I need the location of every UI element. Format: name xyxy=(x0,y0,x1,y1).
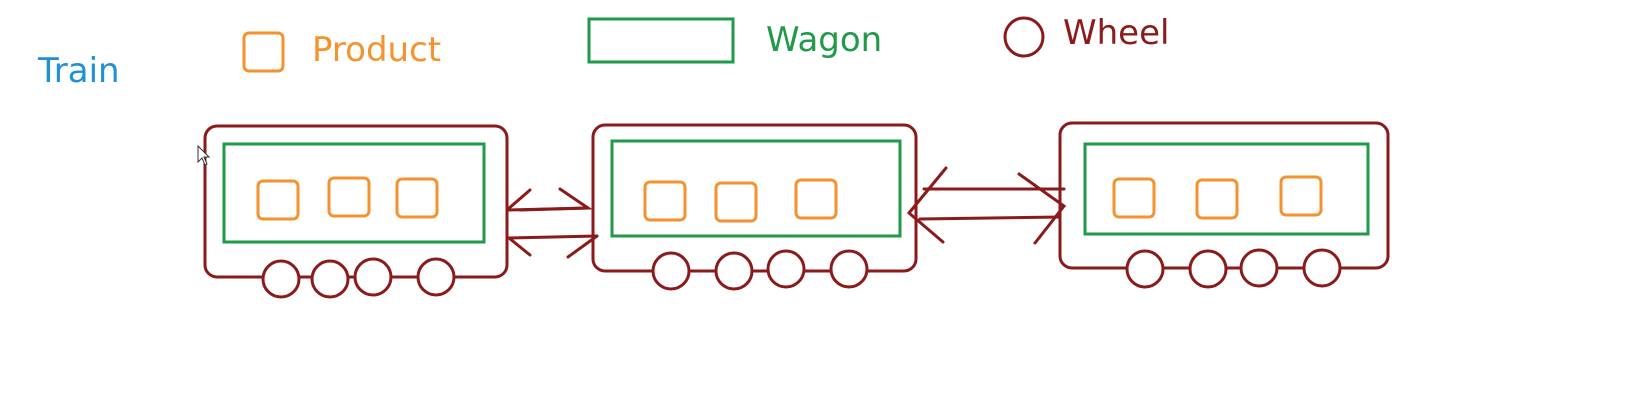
product xyxy=(1195,178,1239,220)
link-arrowhead xyxy=(507,236,532,257)
link-2-3 xyxy=(906,166,1067,245)
diagram-title: Train xyxy=(37,51,120,91)
wheel xyxy=(353,257,393,297)
wagon-1 xyxy=(203,124,509,299)
legend-wagon: Wagon xyxy=(587,17,882,64)
wheel xyxy=(416,257,456,297)
wheel xyxy=(1302,248,1342,288)
legend-product: Product xyxy=(242,30,441,73)
wheel xyxy=(766,249,806,289)
product-swatch xyxy=(242,31,285,73)
link-arrow-left xyxy=(918,215,1062,221)
link-arrow-left xyxy=(507,234,599,240)
product xyxy=(794,178,838,220)
wheel xyxy=(261,259,301,299)
wagon-container xyxy=(1083,142,1370,236)
wheel xyxy=(1125,249,1165,289)
link-arrowhead xyxy=(1017,172,1067,245)
product xyxy=(395,177,439,219)
product xyxy=(714,181,758,223)
wheel xyxy=(714,251,754,291)
product xyxy=(643,180,687,222)
link-arrowhead xyxy=(518,187,593,212)
wheel-swatch xyxy=(1003,16,1045,58)
wagon-3 xyxy=(1058,121,1390,289)
wheel xyxy=(1188,249,1228,289)
legend-wagon-label: Wagon xyxy=(766,20,882,60)
wagon-2 xyxy=(591,123,918,291)
wagon-container xyxy=(610,139,902,238)
product xyxy=(327,176,371,218)
legend-product-label: Product xyxy=(312,30,441,70)
wagon-body xyxy=(591,123,918,273)
wagon-container xyxy=(222,142,486,244)
wheel xyxy=(310,259,350,299)
product xyxy=(1112,177,1156,219)
wagon-body xyxy=(203,124,509,279)
legend-wheel: Wheel xyxy=(1003,13,1169,58)
link-arrowhead xyxy=(906,166,948,244)
legend-wheel-label: Wheel xyxy=(1063,13,1169,53)
mouse-cursor-icon xyxy=(197,144,211,166)
link-arrowhead xyxy=(505,188,532,212)
wheel xyxy=(651,251,691,291)
link-1-2 xyxy=(505,187,599,259)
product xyxy=(1279,175,1323,217)
wheel xyxy=(829,249,869,289)
wheel xyxy=(1239,248,1279,288)
product xyxy=(256,179,300,221)
wagon-swatch xyxy=(587,17,735,64)
legend: Product Wagon Wheel xyxy=(242,13,1169,73)
